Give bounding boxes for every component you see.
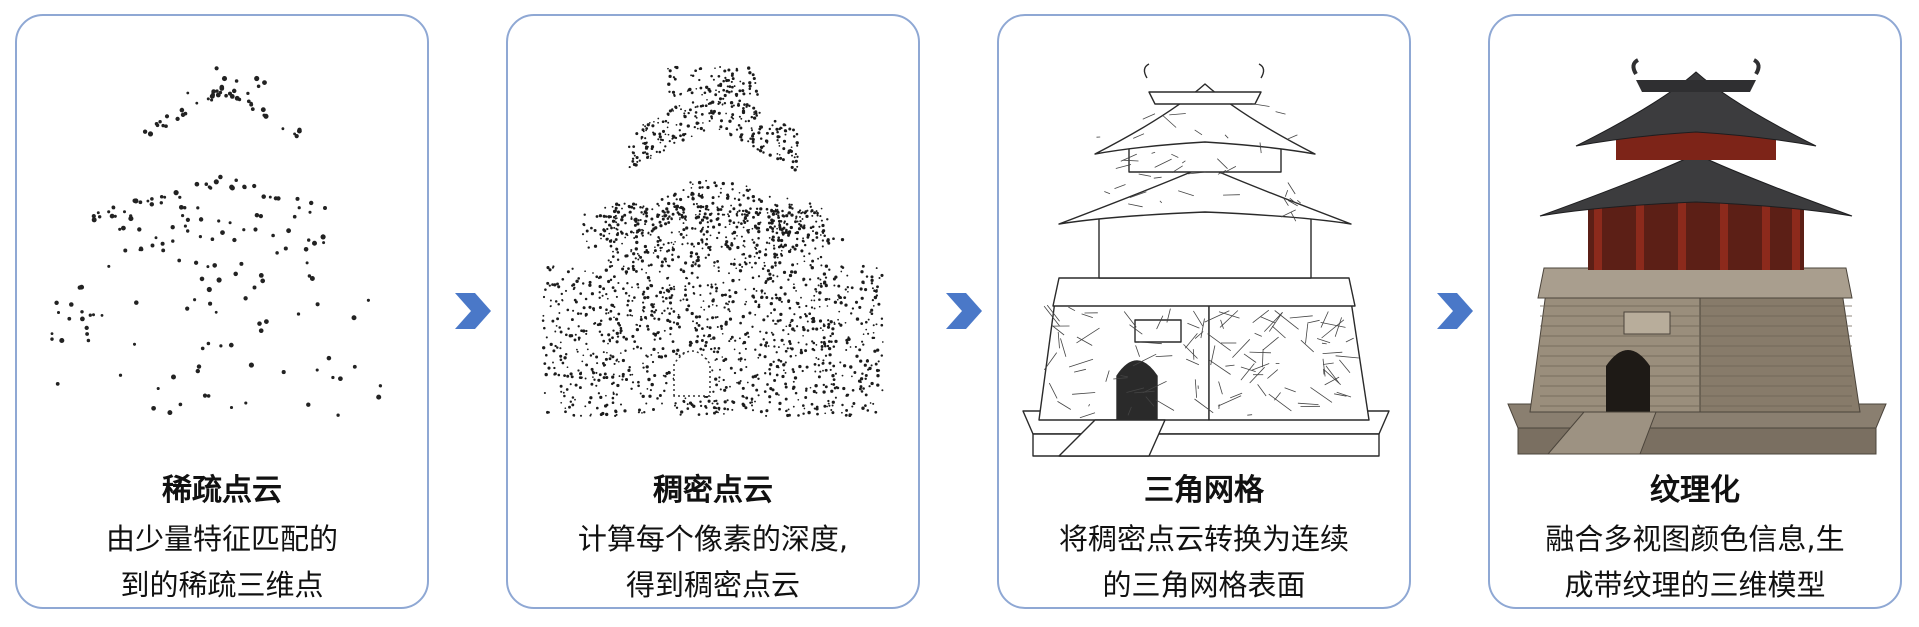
step-card-sparse-point-cloud: 稀疏点云 由少量特征匹配的 到的稀疏三维点 [15, 14, 429, 609]
triangle-mesh-illustration [1022, 63, 1390, 457]
step-description-line-1: 计算每个像素的深度, [577, 522, 849, 556]
chevron-right-icon [455, 293, 491, 329]
step-description-line-1: 将稠密点云转换为连续 [1058, 522, 1349, 556]
step-card-textured-model: 纹理化 融合多视图颜色信息,生 成带纹理的三维模型 [1488, 14, 1902, 609]
step-description-line-2: 到的稀疏三维点 [120, 568, 324, 602]
step-description: 由少量特征匹配的 到的稀疏三维点 [17, 516, 427, 607]
step-description-line-2: 得到稠密点云 [625, 568, 800, 602]
step-description-line-2: 成带纹理的三维模型 [1564, 568, 1826, 602]
step-card-triangle-mesh: 三角网格 将稠密点云转换为连续 的三角网格表面 [997, 14, 1411, 609]
step-description-line-1: 融合多视图颜色信息,生 [1545, 522, 1845, 556]
chevron-right-icon [946, 293, 982, 329]
sparse-point-cloud-illustration [50, 66, 383, 417]
step-title: 稠密点云 [653, 473, 773, 508]
step-description: 融合多视图颜色信息,生 成带纹理的三维模型 [1490, 516, 1900, 607]
step-card-dense-point-cloud: 稠密点云 计算每个像素的深度, 得到稠密点云 [506, 14, 920, 609]
textured-model-illustration [1507, 58, 1887, 455]
step-description-line-2: 的三角网格表面 [1102, 568, 1306, 602]
step-description: 将稠密点云转换为连续 的三角网格表面 [999, 516, 1409, 607]
step-title: 稀疏点云 [162, 473, 282, 508]
step-description-line-1: 由少量特征匹配的 [105, 522, 338, 556]
step-title: 纹理化 [1650, 473, 1740, 508]
dense-point-cloud-illustration [541, 65, 884, 418]
step-title: 三角网格 [1144, 473, 1264, 508]
step-description: 计算每个像素的深度, 得到稠密点云 [508, 516, 918, 607]
chevron-right-icon [1437, 293, 1473, 329]
